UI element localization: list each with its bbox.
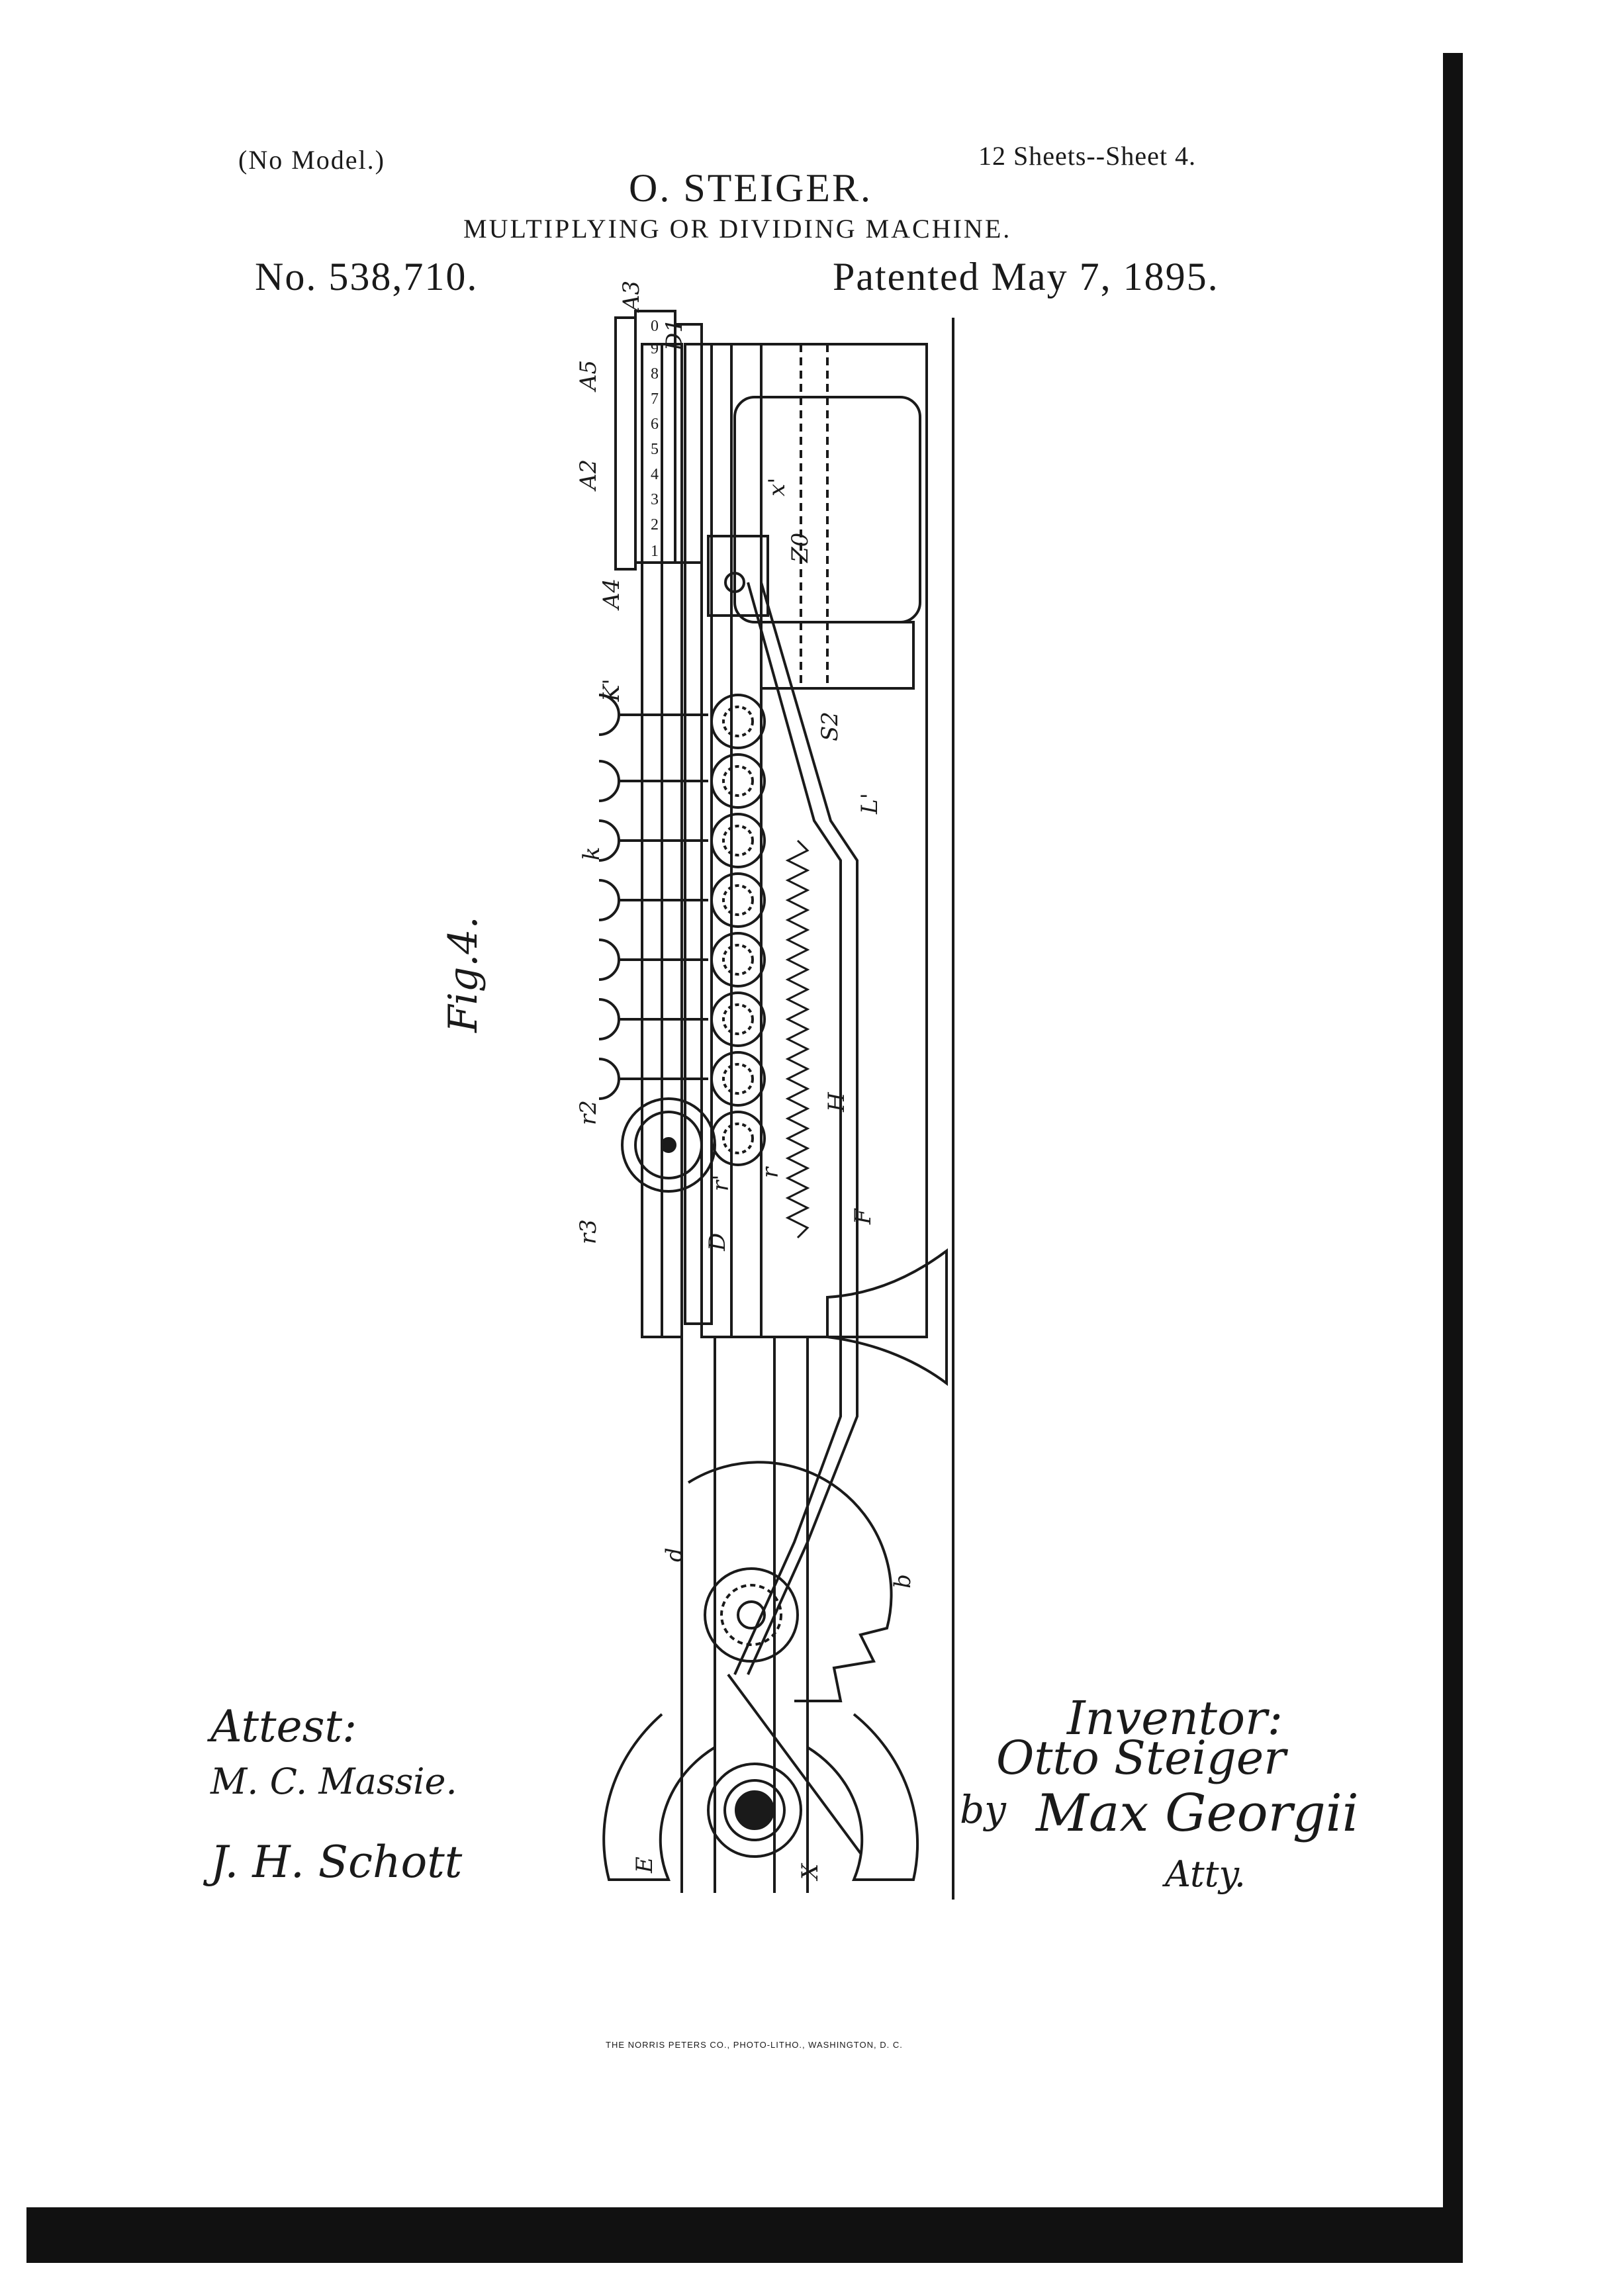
label-L1: L' bbox=[857, 793, 883, 815]
inventor-signature: Otto Steiger bbox=[996, 1731, 1286, 1785]
counter-wheel bbox=[710, 694, 766, 749]
key-digit: 7 bbox=[651, 390, 659, 408]
key-digit: 9 bbox=[651, 340, 659, 357]
key bbox=[598, 1058, 708, 1100]
label-S2: S2 bbox=[817, 712, 843, 741]
label-A2: A2 bbox=[575, 459, 602, 492]
counter-wheel bbox=[710, 1111, 766, 1166]
housing-foot bbox=[760, 621, 915, 690]
label-r1: r' bbox=[708, 1174, 734, 1191]
link-bar bbox=[733, 582, 842, 1675]
counter-wheel bbox=[710, 753, 766, 809]
patent-date: Patented May 7, 1895. bbox=[833, 255, 1219, 298]
label-D: D bbox=[704, 1233, 731, 1252]
label-r2: r2 bbox=[575, 1100, 602, 1125]
key bbox=[598, 879, 708, 921]
key-digit: 4 bbox=[651, 466, 659, 483]
cam-wheel bbox=[704, 1567, 799, 1663]
label-b: b bbox=[890, 1574, 916, 1588]
key-digit: 5 bbox=[651, 441, 659, 458]
label-d: d bbox=[661, 1547, 688, 1562]
attest-label: Attest: bbox=[210, 1701, 357, 1752]
shaft-X bbox=[707, 1763, 802, 1858]
counter-wheels bbox=[710, 694, 766, 1166]
machine-drawing bbox=[598, 310, 954, 1900]
key-digit: 0 bbox=[651, 318, 659, 335]
atty-label: Atty. bbox=[1165, 1853, 1246, 1895]
inventor-name: O. STEIGER. bbox=[629, 166, 872, 210]
label-F: F bbox=[850, 1208, 876, 1225]
patent-title: MULTIPLYING OR DIVIDING MACHINE. bbox=[463, 214, 1012, 244]
label-A4: A4 bbox=[598, 578, 625, 611]
label-x1: x' bbox=[764, 477, 790, 496]
sector-b bbox=[687, 1461, 893, 1702]
label-H: H bbox=[823, 1091, 850, 1113]
key-digit: 8 bbox=[651, 365, 659, 383]
label-Z0: Z0 bbox=[787, 533, 813, 563]
part-labels: A5 A2 A4 A3 D1 K' k x' Z0 S2 L' H F r r'… bbox=[575, 281, 916, 1882]
label-A5: A5 bbox=[575, 360, 602, 392]
counter-wheel bbox=[710, 932, 766, 987]
label-X: X bbox=[797, 1862, 823, 1882]
pedestal bbox=[826, 1248, 948, 1386]
label-K1: K' bbox=[598, 678, 625, 702]
label-E: E bbox=[631, 1857, 658, 1874]
counter-wheel bbox=[710, 1051, 766, 1107]
key-digit: 2 bbox=[651, 516, 659, 533]
witness-signature: M. C. Massie. bbox=[210, 1761, 457, 1802]
inventor-label: Inventor: bbox=[1067, 1691, 1283, 1745]
patent-number: No. 538,710. bbox=[255, 255, 479, 298]
sheet-count: 12 Sheets--Sheet 4. bbox=[978, 141, 1196, 171]
label-A3: A3 bbox=[618, 281, 645, 313]
scan-border-right bbox=[1443, 53, 1463, 2250]
counter-wheel bbox=[710, 991, 766, 1047]
key bbox=[598, 939, 708, 981]
drive-wheel bbox=[621, 1097, 716, 1193]
key bbox=[598, 819, 708, 862]
witness-signature: J. H. Schott bbox=[210, 1837, 463, 1888]
by-label: by bbox=[960, 1787, 1006, 1832]
ring-E bbox=[602, 1713, 716, 1881]
key-digit: 6 bbox=[651, 416, 659, 433]
counter-wheel bbox=[710, 813, 766, 868]
scan-border-bottom bbox=[26, 2207, 1463, 2263]
key-row bbox=[598, 694, 708, 1100]
attorney-signature: Max Georgii bbox=[1036, 1784, 1359, 1843]
label-r: r bbox=[757, 1166, 784, 1178]
no-model-label: (No Model.) bbox=[238, 145, 385, 175]
printer-credit: THE NORRIS PETERS CO., PHOTO-LITHO., WAS… bbox=[606, 2040, 903, 2050]
key bbox=[598, 694, 708, 736]
key bbox=[598, 760, 708, 802]
label-r3: r3 bbox=[575, 1219, 602, 1244]
key-digit: 3 bbox=[651, 491, 659, 508]
key-digit: 1 bbox=[651, 543, 659, 560]
carriage-box bbox=[707, 535, 769, 617]
label-D1: D1 bbox=[661, 318, 688, 351]
label-k: k bbox=[579, 847, 605, 860]
counter-wheel bbox=[710, 872, 766, 928]
key bbox=[598, 998, 708, 1040]
figure-label: Fig.4. bbox=[440, 916, 487, 1033]
key-digits: 1 2 3 4 5 6 7 8 9 0 bbox=[651, 318, 659, 560]
spring bbox=[785, 839, 810, 1239]
